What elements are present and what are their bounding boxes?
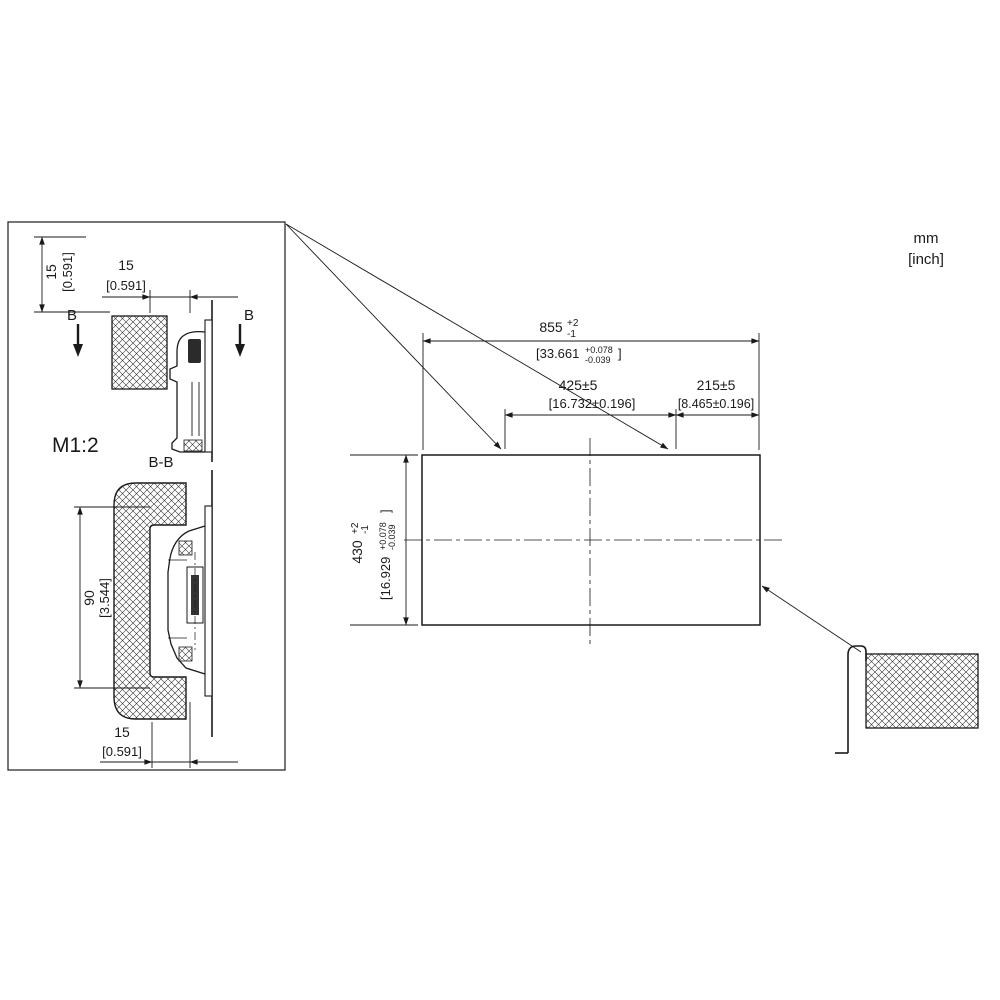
section-label: B-B: [148, 454, 173, 471]
dim-430-inch-open: [16.929: [378, 557, 393, 600]
dim-top-width-inch: [0.591]: [106, 278, 146, 293]
clamp-dark-core: [188, 339, 201, 363]
bb-section-view: [113, 470, 213, 737]
metric-unit-label: mm: [914, 230, 939, 247]
dim-425-inch: [16.732±0.196]: [549, 396, 636, 411]
wall-hatch-block: [111, 315, 168, 390]
dim-855-inch-tol-minus: -0.039: [585, 355, 611, 365]
dim-inner-height-mm: 90: [81, 590, 97, 606]
gasket-hatch-top: [178, 540, 193, 556]
mounting-plate: [204, 319, 213, 453]
dim-855-inch-close: ]: [618, 346, 622, 361]
dim-left-height-inch: [0.591]: [60, 252, 75, 292]
dim-left-height: 15 [0.591]: [34, 236, 110, 313]
channel-hatch-profile: [113, 482, 187, 720]
dim-left-span: 425±5 [16.732±0.196]: [504, 377, 677, 449]
wall-hatch-block: [865, 653, 979, 729]
section-cut-markers: B B: [67, 307, 254, 357]
dim-left-height-mm: 15: [43, 264, 59, 280]
leader-line-right: [285, 223, 669, 450]
dim-height: 430 +2 -1 [16.929 +0.078 -0.039 ]: [349, 454, 418, 626]
section-marker-b-left: B: [67, 307, 77, 324]
main-view: 855 +2 -1 [33.661 +0.078 -0.039 ] 425±5 …: [349, 318, 862, 653]
detail-view-box: 15 [0.591] 15 [0.591] B B: [7, 221, 286, 771]
dim-855-inch-tol-plus: +0.078: [585, 345, 613, 355]
dim-430-tol-plus: +2: [350, 522, 361, 534]
corner-detail-leader: [761, 585, 862, 653]
top-detail-section: [111, 300, 213, 462]
leader-line-left: [285, 223, 502, 450]
dim-215-inch: [8.465±0.196]: [678, 397, 754, 411]
units-note: mm [inch]: [908, 230, 944, 268]
dim-855-tol-minus: -1: [567, 329, 576, 340]
dim-430-tol-minus: -1: [360, 525, 371, 534]
section-arrowhead-right-icon: [235, 344, 245, 357]
section-arrowhead-left-icon: [73, 344, 83, 357]
scale-label: M1:2: [52, 434, 99, 457]
dim-215-mm: 215±5: [697, 377, 736, 393]
detail-leader-lines: [285, 223, 669, 450]
dim-overall-width: 855 +2 -1 [33.661 +0.078 -0.039 ]: [422, 318, 760, 450]
gasket-hatch-bottom: [178, 646, 193, 662]
corner-mounting-detail: [835, 645, 979, 754]
dim-inner-height-inch: [3.544]: [97, 578, 112, 618]
dim-425-mm: 425±5: [559, 377, 598, 393]
dim-430-inch-group: [16.929 +0.078 -0.039 ]: [378, 509, 397, 600]
mounting-plate: [204, 505, 213, 697]
dim-855-tol-plus: +2: [567, 318, 579, 329]
imperial-unit-label: [inch]: [908, 251, 944, 268]
dim-855-value: 855: [539, 319, 563, 335]
dim-top-width: 15 [0.591]: [102, 257, 238, 313]
clamp-outline: [169, 330, 206, 453]
dim-bottom-width-mm: 15: [114, 724, 130, 740]
dim-430-value-group: 430 +2 -1: [349, 522, 371, 564]
dim-right-span: 215±5 [8.465±0.196]: [675, 377, 760, 418]
mounting-bracket-profile: [847, 645, 867, 753]
dim-855-inch-open: [33.661: [536, 346, 579, 361]
dim-430-inch-close: ]: [378, 509, 393, 513]
dim-430-inch-tol-minus: -0.039: [387, 524, 397, 550]
dim-inner-height: 90 [3.544]: [74, 506, 150, 689]
dim-bottom-width-inch: [0.591]: [102, 744, 142, 759]
speaker-basket-outline: [167, 525, 206, 675]
dim-430-inch-tol-plus: +0.078: [378, 522, 388, 550]
clamp-foot-hatch: [183, 439, 203, 452]
dim-top-width-mm: 15: [118, 257, 134, 273]
dim-430-value: 430: [349, 540, 365, 564]
section-marker-b-right: B: [244, 307, 254, 324]
detail-box-border: [7, 221, 286, 771]
dim-bottom-width: 15 [0.591]: [100, 702, 238, 768]
